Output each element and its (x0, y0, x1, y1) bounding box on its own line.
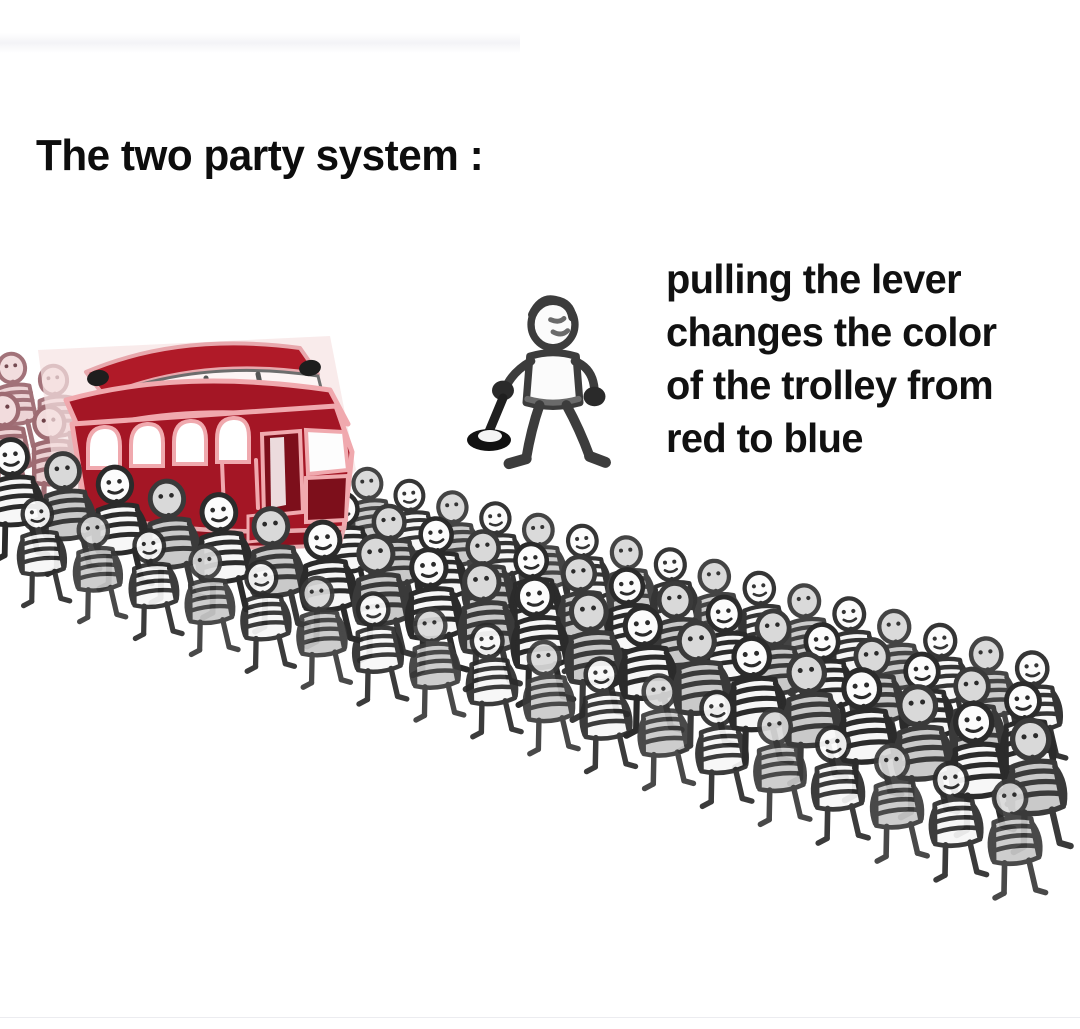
caption-line-3: of the trolley from (666, 362, 994, 408)
trolley-windows (86, 415, 251, 470)
caption-line-2: changes the color (666, 309, 997, 355)
caption-line-1: pulling the lever (666, 256, 962, 302)
page-title: The two party system : (36, 131, 484, 180)
caption-block: pulling the lever changes the color of t… (666, 253, 1054, 465)
track-switch-lever (467, 393, 511, 451)
lever-operator (492, 295, 611, 470)
scan-seam-artifact-bottom (0, 1017, 1080, 1018)
scan-seam-artifact-top (0, 33, 520, 53)
caption-line-4: red to blue (666, 415, 863, 461)
